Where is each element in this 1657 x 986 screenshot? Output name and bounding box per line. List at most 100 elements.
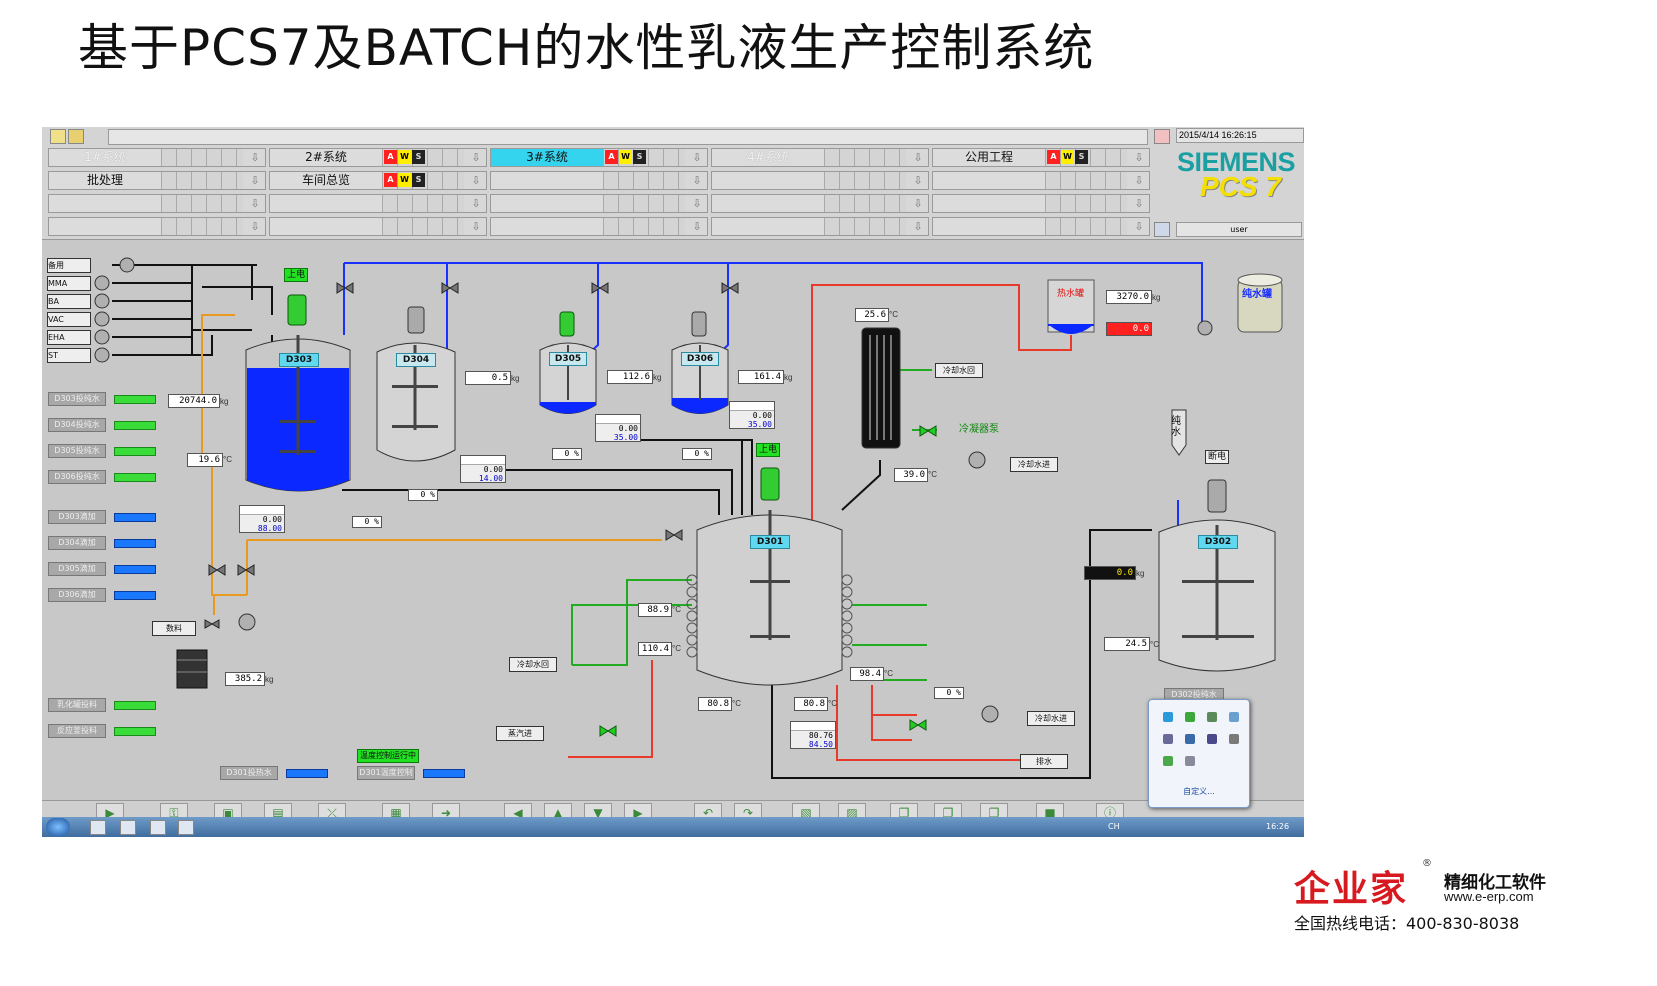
arrow-down-icon[interactable]: ⇩ bbox=[471, 151, 481, 164]
tank-tag-d301[interactable]: D301 bbox=[750, 535, 790, 549]
area-label: 车间总览 bbox=[270, 172, 383, 189]
arrow-down-icon[interactable]: ⇩ bbox=[471, 197, 481, 210]
arrow-down-icon[interactable]: ⇩ bbox=[1134, 174, 1144, 187]
tank-tag-d302[interactable]: D302 bbox=[1198, 535, 1238, 549]
app2-icon[interactable] bbox=[150, 820, 166, 835]
d304-controller-faceplate[interactable]: 0.00 14.00 bbox=[460, 455, 506, 483]
arrow-down-icon[interactable]: ⇩ bbox=[1134, 151, 1144, 164]
area-button-system4[interactable]: 4#系统 ⇩ bbox=[711, 148, 929, 167]
area-button-empty[interactable]: ⇩ bbox=[932, 194, 1150, 213]
tank-tag-d304[interactable]: D304 bbox=[396, 353, 436, 367]
server-icon[interactable] bbox=[1207, 712, 1217, 722]
d306-controller-faceplate[interactable]: 0.00 35.00 bbox=[729, 401, 775, 429]
tank-tag-d306[interactable]: D306 bbox=[681, 352, 719, 366]
reactor-feed-bar bbox=[114, 727, 156, 736]
d302-weight-value: 0.0 bbox=[1084, 566, 1136, 580]
folder-icon[interactable] bbox=[50, 129, 66, 144]
area-button-empty[interactable]: ⇩ bbox=[711, 171, 929, 190]
unit-kg: kg bbox=[1136, 569, 1145, 578]
faceplate-setpoint: 84.50 bbox=[808, 740, 833, 749]
alarm-icon[interactable] bbox=[68, 129, 84, 144]
arrow-down-icon[interactable]: ⇩ bbox=[1134, 197, 1144, 210]
siemens-logo: SIEMENS bbox=[1177, 147, 1296, 177]
area-button-empty[interactable]: ⇩ bbox=[48, 217, 266, 236]
arrow-down-icon[interactable]: ⇩ bbox=[1134, 220, 1144, 233]
input-language[interactable]: CH bbox=[1108, 822, 1120, 831]
tank-tag-d303[interactable]: D303 bbox=[279, 353, 319, 367]
arrow-down-icon[interactable]: ⇩ bbox=[913, 151, 923, 164]
area-button-batch[interactable]: 批处理 ⇩ bbox=[48, 171, 266, 190]
area-button-empty[interactable]: ⇩ bbox=[490, 171, 708, 190]
reactor-feed-button[interactable]: 反应釜投料 bbox=[48, 724, 106, 738]
d304-water-feed-button[interactable]: D304投纯水 bbox=[48, 418, 106, 432]
tool-icon[interactable] bbox=[1229, 734, 1239, 744]
d303-water-feed-bar bbox=[114, 395, 156, 404]
area-button-empty[interactable]: ⇩ bbox=[48, 194, 266, 213]
area-button-system2[interactable]: 2#系统 A W S ⇩ bbox=[269, 148, 487, 167]
d303-controller-faceplate[interactable]: 0.00 88.00 bbox=[239, 505, 285, 533]
d301-temp-control-button[interactable]: D301温度控制 bbox=[357, 766, 415, 780]
monitor-icon[interactable] bbox=[1185, 734, 1195, 744]
faceplate-value: 80.76 bbox=[808, 731, 833, 740]
d303-water-feed-button[interactable]: D303投纯水 bbox=[48, 392, 106, 406]
wireless-icon[interactable] bbox=[1229, 712, 1239, 722]
alarm-indicator: A bbox=[384, 173, 397, 187]
customize-link[interactable]: 自定义... bbox=[1183, 787, 1215, 796]
area-button-empty[interactable]: ⇩ bbox=[269, 194, 487, 213]
emulsion-tank-feed-button[interactable]: 乳化罐投料 bbox=[48, 698, 106, 712]
message-line[interactable] bbox=[108, 129, 1148, 145]
area-button-empty[interactable]: ⇩ bbox=[932, 217, 1150, 236]
area-button-system1[interactable]: 1#系统 ⇩ bbox=[48, 148, 266, 167]
d305-water-feed-button[interactable]: D305投纯水 bbox=[48, 444, 106, 458]
arrow-down-icon[interactable]: ⇩ bbox=[471, 220, 481, 233]
arrow-down-icon[interactable]: ⇩ bbox=[250, 174, 260, 187]
security-icon[interactable] bbox=[1163, 756, 1173, 766]
area-label: 1#系统 bbox=[49, 149, 162, 166]
d305-controller-faceplate[interactable]: 0.00 35.00 bbox=[595, 414, 641, 442]
taskbar-clock[interactable]: 16:26 bbox=[1266, 822, 1290, 831]
d304-drip-button[interactable]: D304滴加 bbox=[48, 536, 106, 550]
tank-tag-d305[interactable]: D305 bbox=[549, 352, 587, 366]
nvidia-icon[interactable] bbox=[1185, 712, 1195, 722]
arrow-down-icon[interactable]: ⇩ bbox=[692, 197, 702, 210]
acknowledge-icon[interactable] bbox=[1154, 129, 1170, 144]
d305-drip-button[interactable]: D305滴加 bbox=[48, 562, 106, 576]
d301-hot-water-button[interactable]: D301投热水 bbox=[220, 766, 278, 780]
arrow-down-icon[interactable]: ⇩ bbox=[913, 220, 923, 233]
area-button-workshop[interactable]: 车间总览 A W S ⇩ bbox=[269, 171, 487, 190]
device-icon[interactable] bbox=[1163, 734, 1173, 744]
area-button-empty[interactable]: ⇩ bbox=[711, 194, 929, 213]
area-button-system3[interactable]: 3#系统 A W S ⇩ bbox=[490, 148, 708, 167]
arrow-down-icon[interactable]: ⇩ bbox=[692, 151, 702, 164]
arrow-down-icon[interactable]: ⇩ bbox=[913, 174, 923, 187]
area-button-empty[interactable]: ⇩ bbox=[490, 194, 708, 213]
station-icon[interactable] bbox=[1207, 734, 1217, 744]
start-button-icon[interactable] bbox=[46, 818, 70, 836]
arrow-down-icon[interactable]: ⇩ bbox=[692, 220, 702, 233]
tank-d303 bbox=[245, 335, 351, 492]
printer-icon[interactable] bbox=[1154, 222, 1170, 237]
app3-icon[interactable] bbox=[178, 820, 194, 835]
arrow-down-icon[interactable]: ⇩ bbox=[250, 197, 260, 210]
arrow-down-icon[interactable]: ⇩ bbox=[692, 174, 702, 187]
d306-water-feed-button[interactable]: D306投纯水 bbox=[48, 470, 106, 484]
d306-drip-button[interactable]: D306滴加 bbox=[48, 588, 106, 602]
arrow-down-icon[interactable]: ⇩ bbox=[250, 220, 260, 233]
d301-controller-faceplate[interactable]: 80.76 84.50 bbox=[790, 721, 836, 749]
area-button-utilities[interactable]: 公用工程 A W S ⇩ bbox=[932, 148, 1150, 167]
d306-valve-percent: 0 % bbox=[682, 448, 712, 460]
area-button-empty[interactable]: ⇩ bbox=[269, 217, 487, 236]
app-icon[interactable] bbox=[120, 820, 136, 835]
arrow-down-icon[interactable]: ⇩ bbox=[471, 174, 481, 187]
explorer-icon[interactable] bbox=[90, 820, 106, 835]
area-button-empty[interactable]: ⇩ bbox=[711, 217, 929, 236]
area-label: 3#系统 bbox=[491, 149, 604, 166]
area-button-empty[interactable]: ⇩ bbox=[490, 217, 708, 236]
hardware-icon[interactable] bbox=[1185, 756, 1195, 766]
arrow-down-icon[interactable]: ⇩ bbox=[250, 151, 260, 164]
network-icon[interactable] bbox=[1163, 712, 1173, 722]
d303-drip-button[interactable]: D303滴加 bbox=[48, 510, 106, 524]
area-button-empty[interactable]: ⇩ bbox=[932, 171, 1150, 190]
arrow-down-icon[interactable]: ⇩ bbox=[913, 197, 923, 210]
unit-c: °C bbox=[672, 644, 681, 653]
